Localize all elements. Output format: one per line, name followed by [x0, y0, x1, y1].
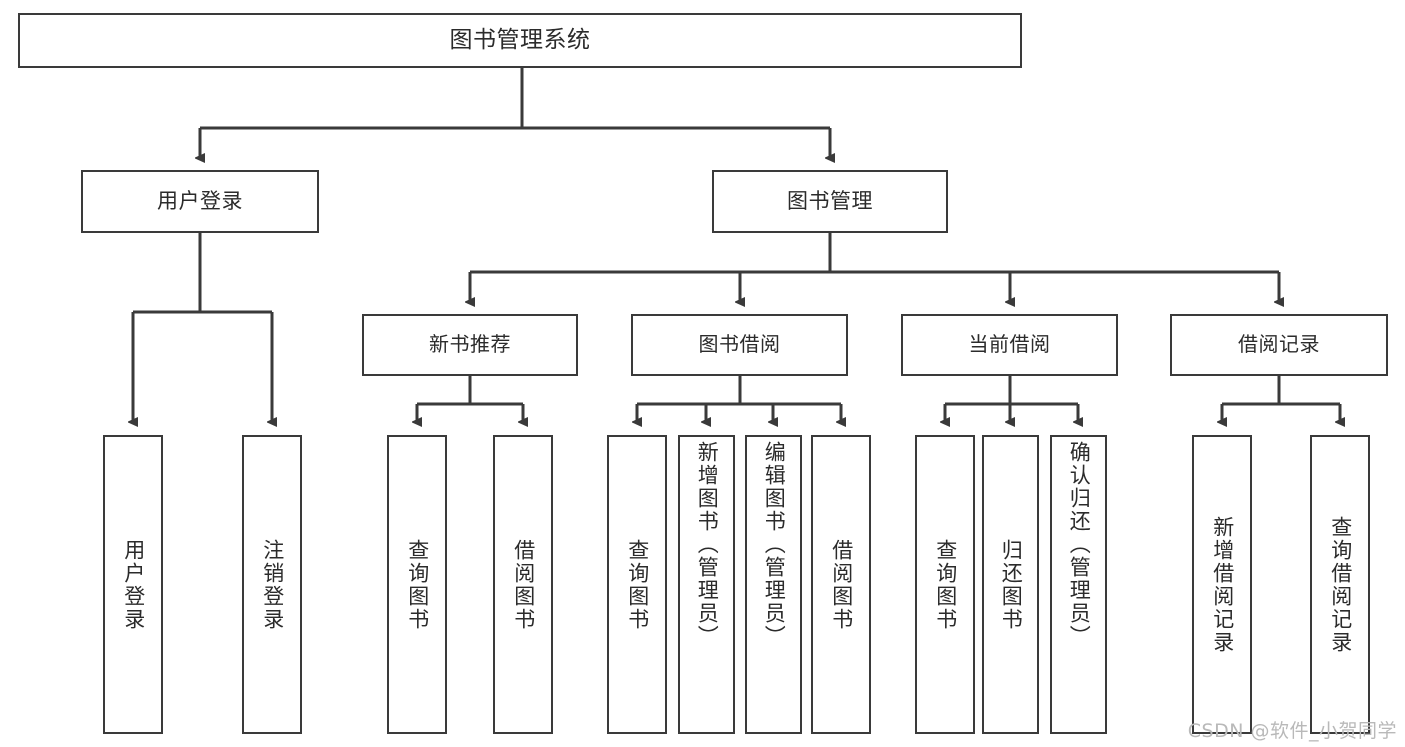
leaf-query-book-recommend[interactable]: 查询图书: [387, 435, 447, 734]
leaf-add-borrow-record[interactable]: 新增借阅记录: [1192, 435, 1252, 734]
node-new-book-recommend[interactable]: 新书推荐: [362, 314, 578, 376]
leaf-add-book-admin[interactable]: 新增图书（管理员）: [678, 435, 735, 734]
node-label: 借阅记录: [1238, 332, 1320, 357]
node-label: 查询图书: [405, 538, 430, 631]
node-user-login[interactable]: 用户登录: [81, 170, 319, 233]
node-label: 图书借阅: [698, 332, 781, 357]
node-borrow-record[interactable]: 借阅记录: [1170, 314, 1388, 376]
node-label: 查询图书: [933, 538, 958, 631]
node-label: 确认归还（管理员）: [1067, 441, 1092, 648]
node-book-borrow[interactable]: 图书借阅: [631, 314, 848, 376]
node-label: 新增图书（管理员）: [695, 441, 720, 648]
node-label: 图书管理系统: [449, 27, 591, 54]
csdn-watermark: CSDN @软件_小贺同学: [1187, 720, 1397, 742]
leaf-return-book[interactable]: 归还图书: [982, 435, 1039, 734]
node-label: 新增借阅记录: [1210, 515, 1235, 654]
leaf-logout-login[interactable]: 注销登录: [242, 435, 302, 734]
node-label: 查询借阅记录: [1328, 515, 1353, 654]
leaf-query-borrow-record[interactable]: 查询借阅记录: [1310, 435, 1370, 734]
node-label: 注销登录: [260, 538, 285, 631]
leaf-edit-book-admin[interactable]: 编辑图书（管理员）: [745, 435, 802, 734]
leaf-borrow-book[interactable]: 借阅图书: [811, 435, 871, 734]
node-root-library-system[interactable]: 图书管理系统: [18, 13, 1022, 68]
leaf-confirm-return-admin[interactable]: 确认归还（管理员）: [1050, 435, 1107, 734]
node-label: 借阅图书: [511, 538, 536, 631]
node-label: 归还图书: [999, 538, 1024, 631]
node-label: 查询图书: [625, 538, 650, 631]
node-label: 当前借阅: [968, 332, 1051, 357]
node-book-management[interactable]: 图书管理: [712, 170, 948, 233]
node-label: 借阅图书: [829, 538, 854, 631]
node-label: 用户登录: [157, 189, 243, 214]
leaf-user-login[interactable]: 用户登录: [103, 435, 163, 734]
node-label: 图书管理: [787, 189, 873, 214]
leaf-borrow-book-recommend[interactable]: 借阅图书: [493, 435, 553, 734]
node-current-borrow[interactable]: 当前借阅: [901, 314, 1118, 376]
leaf-query-book-borrow[interactable]: 查询图书: [607, 435, 667, 734]
node-label: 新书推荐: [429, 332, 511, 357]
node-label: 用户登录: [121, 538, 146, 631]
leaf-query-book-current[interactable]: 查询图书: [915, 435, 975, 734]
node-label: 编辑图书（管理员）: [762, 441, 787, 648]
